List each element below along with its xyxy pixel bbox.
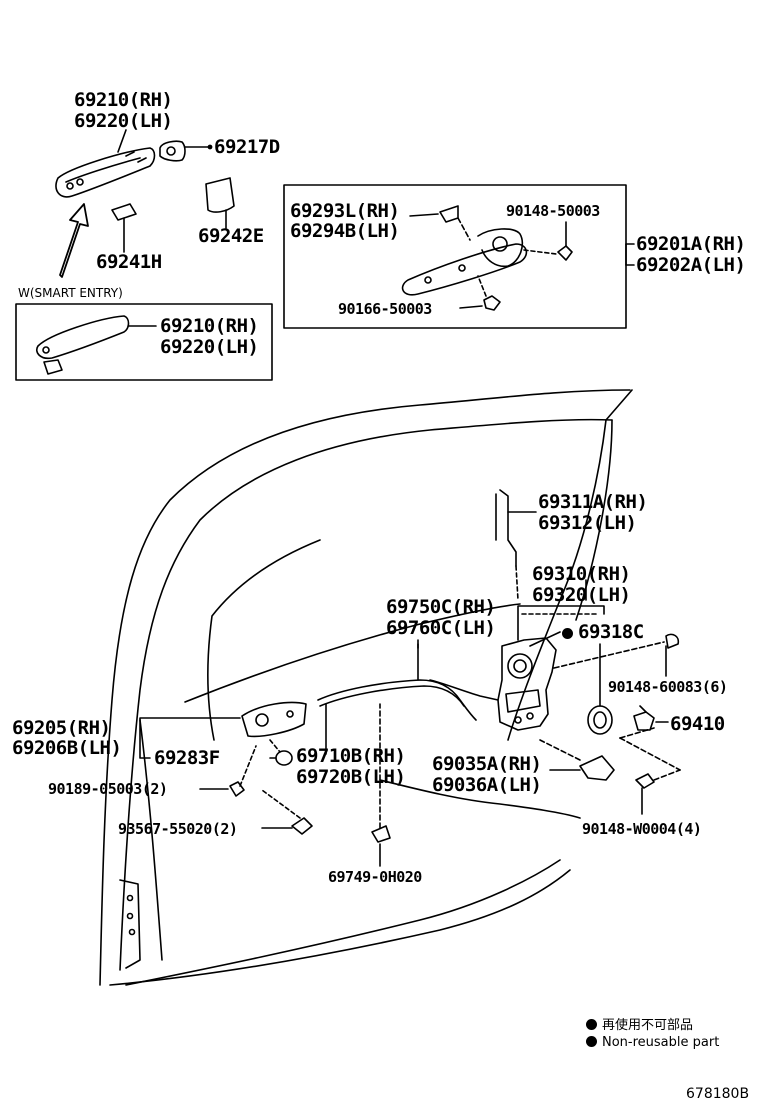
leader-handle	[117, 129, 127, 153]
label-frame-rh: 69293L(RH)	[290, 200, 400, 222]
label-cable-lh: 69760C(LH)	[386, 617, 496, 639]
label-inner-handle-lh: 69206B(LH)	[12, 737, 122, 759]
label-seal-text: 69318C	[578, 621, 644, 643]
screw-inner-drawing	[291, 817, 313, 835]
label-frame-lh: 69294B(LH)	[290, 220, 400, 242]
outside-handle-drawing	[55, 147, 156, 198]
label-smart-handle-lh: 69220(LH)	[160, 336, 259, 358]
inner-handle-drawing	[241, 701, 307, 738]
smart-entry-label: W(SMART ENTRY)	[18, 286, 123, 300]
label-assy-rh: 69201A(RH)	[636, 233, 746, 255]
clamp-drawing	[371, 825, 391, 843]
pad-a-drawing	[111, 203, 137, 221]
label-screw-lock: 90148-60083(6)	[608, 678, 728, 696]
legend-en: Non-reusable part	[586, 1035, 719, 1050]
screw-striker-drawing	[635, 773, 655, 789]
legend-dot-jp	[586, 1019, 597, 1030]
label-clip: 90189-05003(2)	[48, 780, 168, 798]
label-striker: 69410	[670, 713, 725, 735]
leader-inner-handle	[139, 717, 241, 759]
label-screw-bottom: 90166-50003	[338, 300, 432, 318]
label-lock-rh: 69310(RH)	[532, 563, 631, 585]
arrow-shape	[59, 203, 89, 278]
label-pad-a: 69241H	[96, 251, 162, 273]
clip-drawing	[229, 781, 245, 797]
label-handle-rh: 69210(RH)	[74, 89, 173, 111]
label-bezel: 69283F	[154, 747, 220, 769]
smart-handle-drawing	[36, 315, 130, 375]
rod-drawing	[495, 489, 517, 567]
cap-drawing	[159, 140, 186, 162]
label-handle-lh: 69220(LH)	[74, 110, 173, 132]
label-cover-rh: 69035A(RH)	[432, 753, 542, 775]
label-inner-handle-rh: 69205(RH)	[12, 717, 111, 739]
label-pad-b: 69242E	[198, 225, 264, 247]
striker-drawing	[633, 705, 655, 731]
label-screw-top: 90148-50003	[506, 202, 600, 220]
label-cable2-rh: 69710B(RH)	[296, 745, 406, 767]
leader-screw-bottom	[459, 305, 483, 309]
label-screw-striker: 90148-W0004(4)	[582, 820, 702, 838]
screw-bottom-drawing	[483, 295, 501, 311]
bezel-drawing	[275, 750, 293, 766]
pad-b-drawing	[205, 177, 235, 213]
legend-dot-en	[586, 1036, 597, 1047]
label-cable-rh: 69750C(RH)	[386, 596, 496, 618]
cover-drawing	[579, 755, 615, 781]
legend-jp: 再使用不可部品	[586, 1014, 693, 1033]
label-screw-inner: 93567-55020(2)	[118, 820, 238, 838]
label-smart-handle-rh: 69210(RH)	[160, 315, 259, 337]
label-rod-rh: 69311A(RH)	[538, 491, 648, 513]
smart-entry-box	[15, 303, 273, 381]
seal-drawing	[587, 705, 613, 735]
legend-en-text: Non-reusable part	[602, 1035, 720, 1050]
label-clamp: 69749-0H020	[328, 868, 422, 886]
legend-jp-text: 再使用不可部品	[602, 1018, 694, 1033]
label-lock-lh: 69320(LH)	[532, 584, 631, 606]
label-assy-lh: 69202A(LH)	[636, 254, 746, 276]
door-outline	[99, 389, 633, 986]
label-cover-lh: 69036A(LH)	[432, 774, 542, 796]
screw-lock-drawing	[665, 633, 680, 649]
screw-top-drawing	[557, 221, 573, 261]
leader-frame-dash	[457, 217, 471, 241]
label-cap: 69217D	[214, 136, 280, 158]
non-reusable-marker	[562, 628, 573, 639]
label-cable2-lh: 69720B(LH)	[296, 766, 406, 788]
cable-drawing	[317, 643, 499, 721]
label-seal: 69318C	[562, 622, 644, 643]
leader-frame	[409, 213, 439, 217]
label-rod-lh: 69312(LH)	[538, 512, 637, 534]
diagram-id: 678180B	[686, 1086, 750, 1102]
